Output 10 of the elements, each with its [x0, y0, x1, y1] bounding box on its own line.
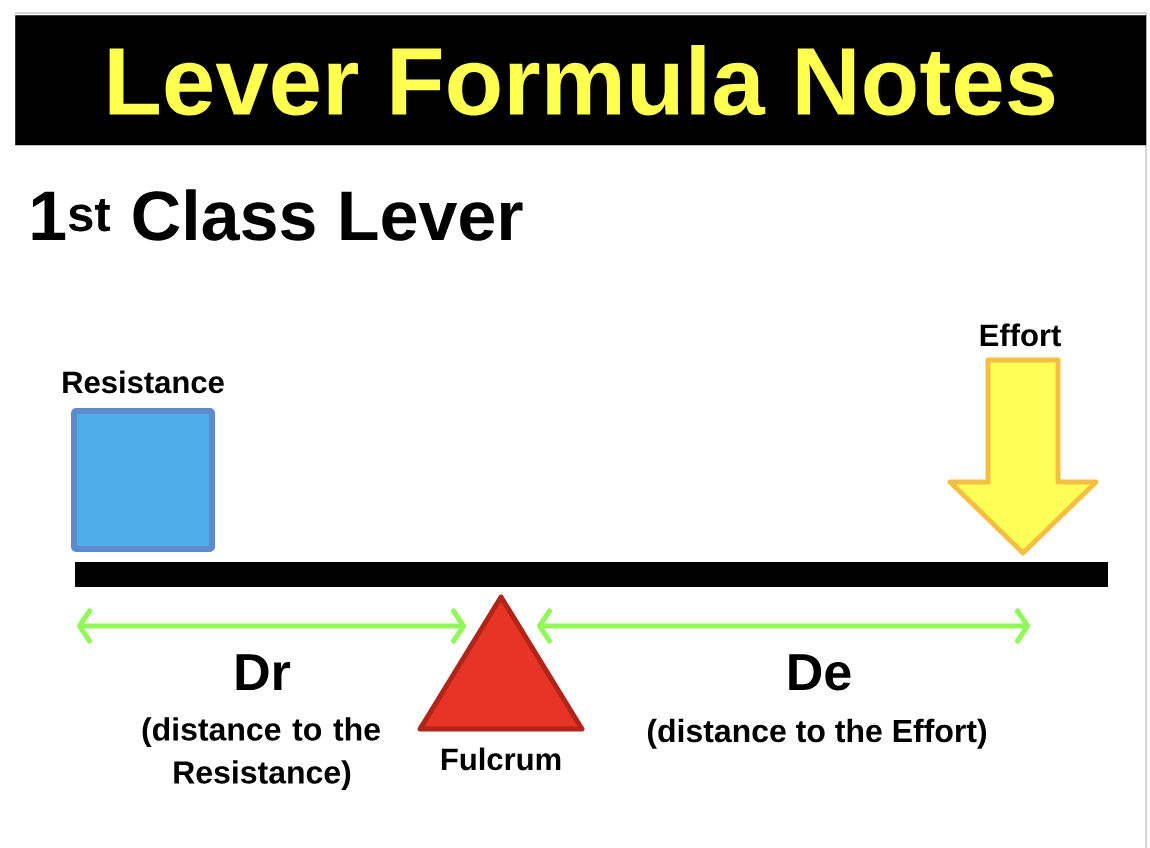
distance-caption: (distance to the Resistance)	[142, 717, 380, 791]
lever-bar	[75, 562, 1108, 587]
title-banner: Lever Formula Notes	[15, 15, 1147, 146]
subtitle: 1$^{st}$ Class Lever	[32, 189, 523, 241]
arrow-label: Effort	[980, 323, 1061, 347]
distance-symbol: De	[789, 654, 851, 691]
distance-symbol: Dr	[236, 654, 291, 690]
distance-caption: (distance to the Effort)	[647, 718, 987, 749]
fulcrum-label: Fulcrum	[441, 747, 561, 771]
block-label: Resistance	[63, 370, 224, 394]
